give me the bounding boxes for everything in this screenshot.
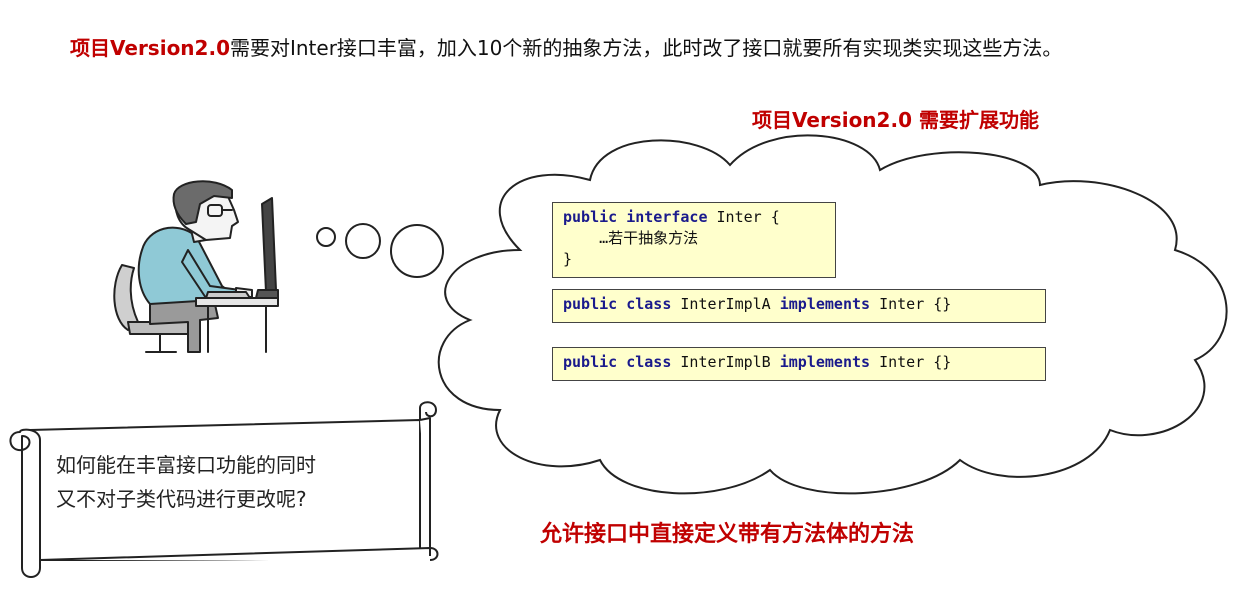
code-keyword: implements: [779, 353, 871, 371]
answer-text: 允许接口中直接定义带有方法体的方法: [540, 522, 915, 547]
code-keyword: implements: [779, 295, 871, 313]
headline: 项目Version2.0需要对Inter接口丰富，加入10个新的抽象方法，此时改…: [70, 30, 1230, 66]
code-keyword: interface: [626, 208, 708, 226]
code-keyword: public: [563, 208, 618, 226]
code-line: public interface Inter {: [563, 207, 825, 228]
code-keyword: class: [626, 353, 672, 371]
code-line: }: [563, 250, 573, 268]
thought-bubbles: [316, 223, 444, 278]
scroll-line-2: 又不对子类代码进行更改呢?: [56, 487, 307, 511]
code-impl-a-box: public class InterImplA implements Inter…: [552, 289, 1046, 323]
person-at-computer: [113, 180, 279, 353]
code-identifier: Inter {}: [870, 295, 952, 313]
code-keyword: public: [563, 353, 618, 371]
code-identifier: InterImplB: [671, 353, 780, 371]
headline-text: 需要对Inter接口丰富，加入10个新的抽象方法，此时改了接口就要所有实现类实现…: [229, 36, 1063, 60]
scroll-banner: [9, 401, 439, 578]
code-impl-b-box: public class InterImplB implements Inter…: [552, 347, 1046, 381]
scroll-line-1: 如何能在丰富接口功能的同时: [56, 453, 316, 477]
cloud-title: 项目Version2.0 需要扩展功能: [752, 108, 1039, 132]
headline-highlight: 项目Version2.0: [70, 36, 230, 60]
code-keyword: class: [626, 295, 672, 313]
scroll-question: 如何能在丰富接口功能的同时 又不对子类代码进行更改呢?: [56, 448, 316, 516]
code-keyword: public: [563, 295, 618, 313]
code-identifier: InterImplA: [671, 295, 780, 313]
code-interface-box: public interface Inter { …若干抽象方法}: [552, 202, 836, 278]
code-identifier: Inter {}: [870, 353, 952, 371]
code-identifier: Inter {: [707, 208, 780, 226]
code-line: …若干抽象方法: [563, 229, 699, 247]
